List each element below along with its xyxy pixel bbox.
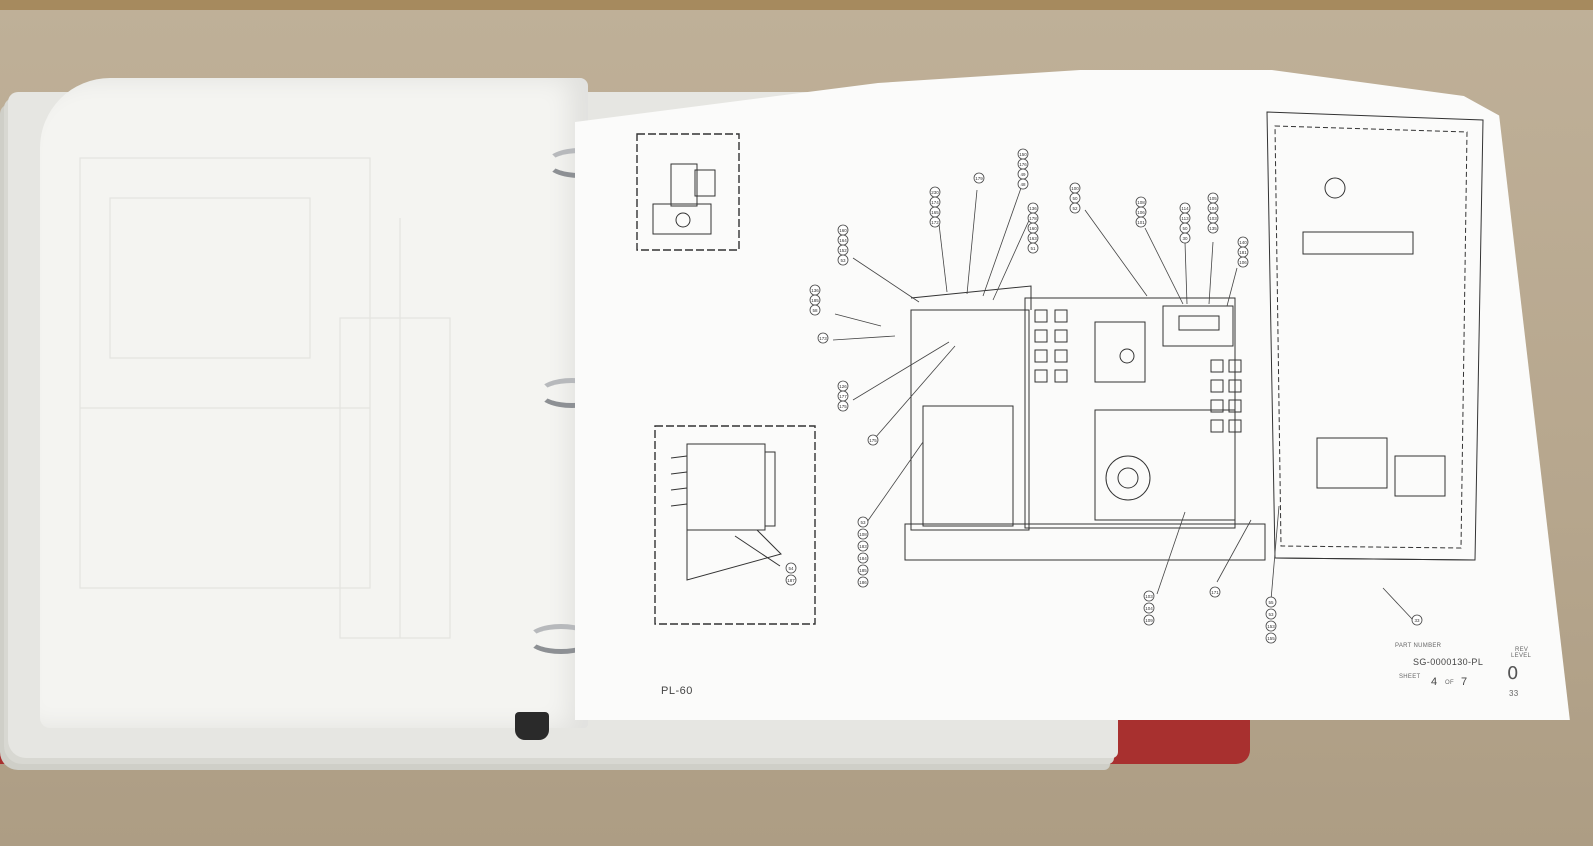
- callout-label: 103: [1145, 594, 1153, 599]
- callout-label: 181: [1239, 250, 1247, 255]
- sheet-label: SHEET: [1399, 674, 1421, 680]
- callout-label: 126: [839, 384, 847, 389]
- callout-label: 160: [1029, 226, 1037, 231]
- callout-label: 106: [1137, 210, 1145, 215]
- detail-view-top: [636, 133, 740, 251]
- callout-label: 103: [1209, 216, 1217, 221]
- callout-label: 136: [811, 288, 819, 293]
- callout-label: 49: [1020, 172, 1026, 177]
- sheet-of: OF: [1445, 680, 1454, 686]
- show-through-drawing: [79, 157, 451, 639]
- callout-label: 160: [839, 228, 847, 233]
- callout-label: 108: [859, 532, 867, 537]
- foldout-drawing-sheet: [575, 70, 1570, 720]
- callout-label: 163: [1029, 236, 1037, 241]
- callout-bubbles: [785, 148, 1423, 644]
- right-frame: [1266, 111, 1484, 561]
- callout-label: 51: [1030, 246, 1036, 251]
- sheet-total: 7: [1461, 676, 1468, 688]
- callout-label: 106: [1239, 260, 1247, 265]
- callout-label: 104: [1145, 606, 1153, 611]
- callout-label: 185: [859, 568, 867, 573]
- drawing-title-block: PART NUMBER SG-0000130-PL REV LEVEL 0 SH…: [1395, 643, 1535, 703]
- detail-view-bottom: [654, 425, 816, 625]
- callout-label: 55: [1268, 600, 1274, 605]
- part-number: SG-0000130-PL: [1413, 657, 1484, 667]
- callout-label: 105: [1209, 196, 1217, 201]
- callout-label: 187: [787, 578, 795, 583]
- callout-label: 53: [840, 258, 846, 263]
- callout-label: 172: [931, 220, 939, 225]
- sheet-current: 4: [1431, 676, 1438, 688]
- callout-label: 135: [1209, 226, 1217, 231]
- callout-label: 140: [1239, 240, 1247, 245]
- page-number: PL-60: [661, 685, 693, 697]
- callout-label: 108: [1137, 200, 1145, 205]
- callout-label: 101: [1137, 220, 1145, 225]
- callout-label: 230: [931, 190, 939, 195]
- callout-label: 150: [1019, 152, 1027, 157]
- assembly-drawing: 150 176 49 48 179 230 174 165 172 160 164 152 53 136 1…: [636, 111, 1484, 644]
- left-page: [40, 78, 588, 728]
- callout-label: 58: [812, 308, 818, 313]
- callout-label: 53: [1268, 612, 1274, 617]
- callout-label: 109: [1145, 618, 1153, 623]
- part-number-label: PART NUMBER: [1395, 643, 1442, 649]
- callout-label: 175: [839, 404, 847, 409]
- callout-label: 50: [1072, 196, 1078, 201]
- callout-label: 152: [839, 248, 847, 253]
- callout-label: 54: [788, 566, 794, 571]
- table-edge: [0, 0, 1593, 10]
- level-label: LEVEL: [1511, 653, 1532, 659]
- callout-label: 183: [859, 544, 867, 549]
- rev-level: 0: [1507, 663, 1519, 684]
- callout-label: 178: [1029, 216, 1037, 221]
- callout-label: 153: [1267, 624, 1275, 629]
- callout-label: 184: [859, 556, 867, 561]
- callout-label: 104: [1209, 206, 1217, 211]
- sheet-sequence: 33: [1509, 689, 1519, 698]
- callout-label: 173: [819, 336, 827, 341]
- callout-label: 114: [1181, 206, 1189, 211]
- callout-label: 53: [860, 520, 866, 525]
- callout-label: 52: [1072, 206, 1078, 211]
- callout-label: 174: [931, 200, 939, 205]
- callout-label: 164: [839, 238, 847, 243]
- callout-label: 136: [1029, 206, 1037, 211]
- callout-label: 113: [1181, 216, 1189, 221]
- callout-label: 179: [975, 176, 983, 181]
- callout-label: 30: [1182, 236, 1188, 241]
- callout-label: 175: [869, 438, 877, 443]
- callout-label: 50: [1182, 226, 1188, 231]
- callout-label: 48: [1020, 182, 1026, 187]
- callout-labels: 150 176 49 48 179 230 174 165 172 160 164 152 53 136 1…: [787, 152, 1420, 641]
- callout-label: 176: [1019, 162, 1027, 167]
- callout-label: 185: [811, 298, 819, 303]
- callout-label: 165: [931, 210, 939, 215]
- callout-label: 171: [1211, 590, 1219, 595]
- rev-label: REV: [1515, 647, 1529, 653]
- callout-label: 186: [859, 580, 867, 585]
- callout-label: 100: [1071, 186, 1079, 191]
- leader-lines: [832, 187, 1414, 621]
- callout-label: 155: [1267, 636, 1275, 641]
- left-assembly: [910, 309, 1030, 531]
- callout-label: 33: [1414, 618, 1420, 623]
- binder-post: [515, 712, 549, 740]
- callout-label: 177: [839, 394, 847, 399]
